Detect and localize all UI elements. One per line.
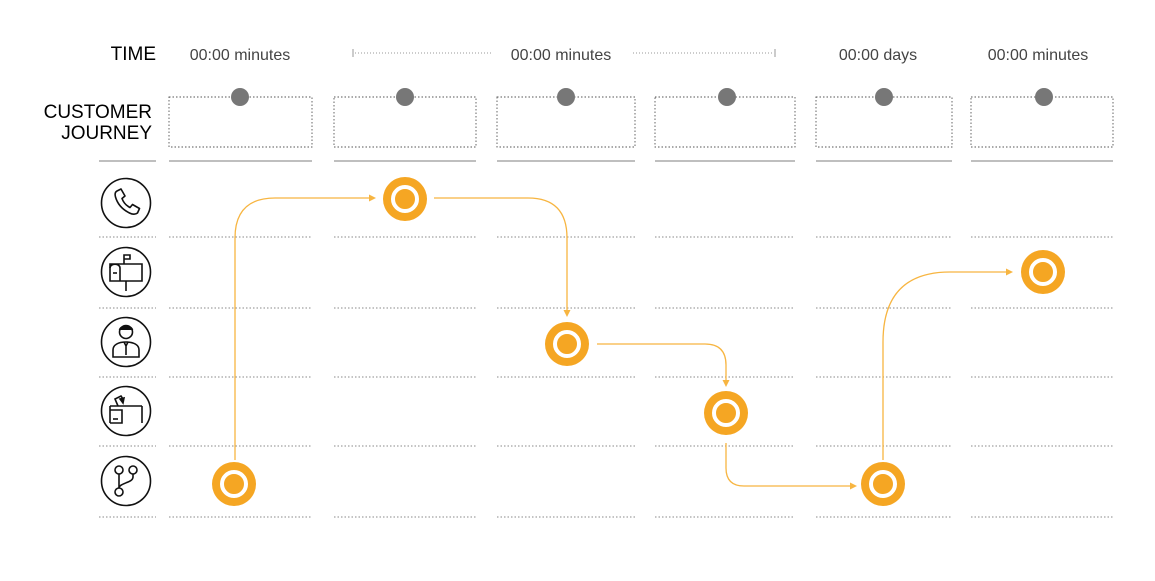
arrowhead xyxy=(563,310,571,317)
time-label-4: 00:00 minutes xyxy=(988,47,1089,64)
stage-marker xyxy=(875,88,893,106)
time-row-label: TIME xyxy=(111,44,156,65)
journey-step-node xyxy=(383,177,427,221)
journey-stage-boxes xyxy=(168,88,1114,148)
connector-3-to-4 xyxy=(597,343,727,382)
customer-journey-label-line2: JOURNEY xyxy=(61,123,152,144)
stage-marker xyxy=(557,88,575,106)
journey-step-nodes xyxy=(212,177,1065,506)
arrowhead xyxy=(1006,268,1013,276)
time-label-3: 00:00 days xyxy=(839,47,917,64)
journey-step-node xyxy=(212,462,256,506)
journey-step-node xyxy=(545,322,589,366)
time-label-2: 00:00 minutes xyxy=(511,47,612,64)
arrowhead xyxy=(850,482,857,490)
journey-stage-box xyxy=(168,88,313,148)
phone-icon xyxy=(100,177,152,229)
journey-stage-box xyxy=(333,88,477,148)
branching-flow-icon xyxy=(100,455,152,507)
connector-4-to-5 xyxy=(725,443,852,487)
desk-office-icon xyxy=(100,385,152,437)
time-span-bracket xyxy=(352,49,776,57)
journey-connectors xyxy=(234,194,1013,490)
connector-5-to-6 xyxy=(882,271,1008,460)
arrowhead xyxy=(369,194,376,202)
mailbox-icon xyxy=(100,246,152,298)
journey-stage-box xyxy=(815,88,953,148)
journey-stage-box xyxy=(654,88,796,148)
arrowhead xyxy=(722,380,730,387)
journey-step-node xyxy=(861,462,905,506)
time-label-1: 00:00 minutes xyxy=(190,47,291,64)
journey-step-node xyxy=(1021,250,1065,294)
stage-marker xyxy=(718,88,736,106)
stage-marker xyxy=(231,88,249,106)
journey-stage-box xyxy=(496,88,636,148)
customer-journey-label-line1: CUSTOMER xyxy=(44,102,152,123)
journey-stage-box xyxy=(970,88,1114,148)
channel-icons xyxy=(100,177,152,507)
grid-lines xyxy=(99,160,1113,518)
stage-marker xyxy=(396,88,414,106)
connector-1-to-2 xyxy=(234,197,372,460)
connector-2-to-3 xyxy=(434,197,568,312)
agent-person-icon xyxy=(100,316,152,368)
stage-marker xyxy=(1035,88,1053,106)
journey-step-node xyxy=(704,391,748,435)
